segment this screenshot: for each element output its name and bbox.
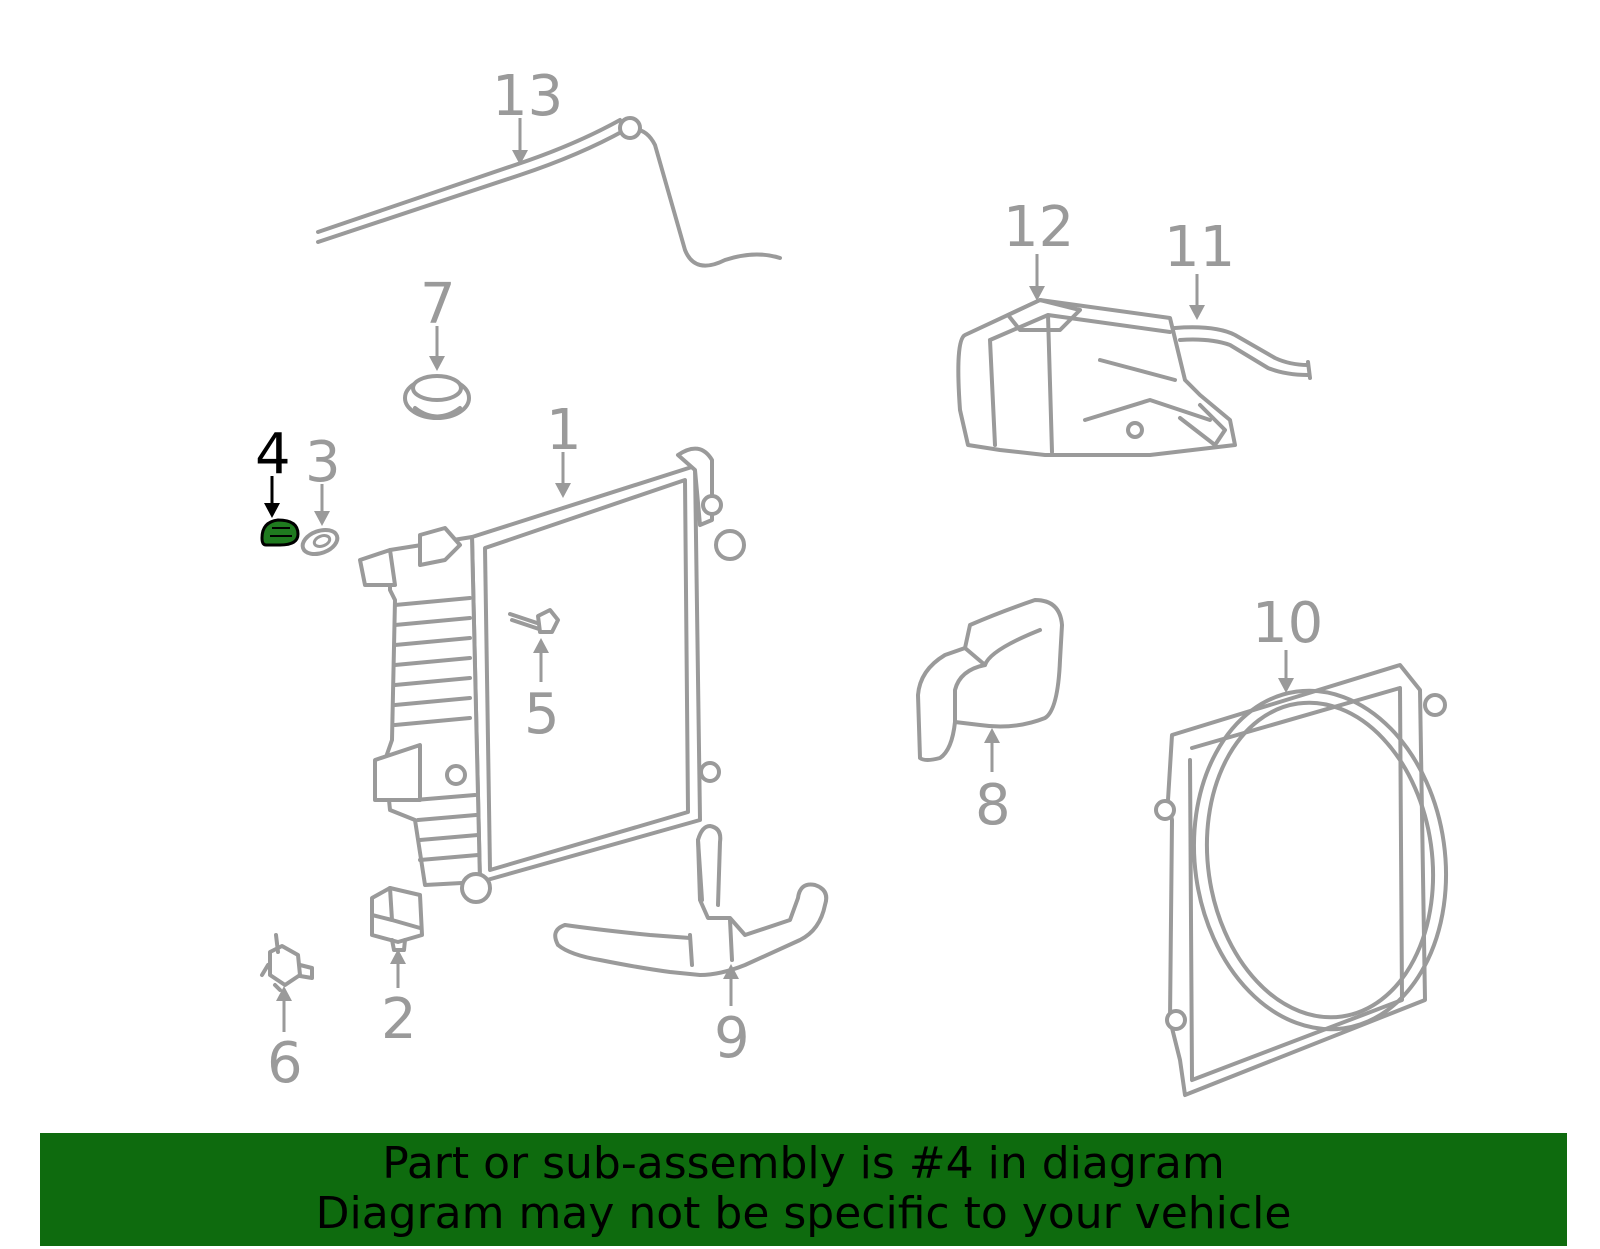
callout-10: 10 — [1252, 591, 1323, 656]
banner-line-part-number: Part or sub-assembly is #4 in diagram — [382, 1138, 1225, 1189]
part-3-seal[interactable] — [299, 526, 340, 559]
callout-4: 4 — [255, 422, 291, 487]
part-1-radiator[interactable] — [358, 446, 746, 904]
part-10-fan-shroud[interactable] — [1154, 663, 1467, 1097]
info-banner: Part or sub-assembly is #4 in diagram Di… — [40, 1133, 1567, 1246]
part-5-bolt[interactable] — [508, 608, 560, 634]
part-8-upper-hose[interactable] — [916, 598, 1064, 762]
callout-12: 12 — [1003, 195, 1074, 260]
part-2-insulator[interactable] — [370, 886, 424, 952]
callout-13: 13 — [492, 64, 563, 129]
callout-5: 5 — [524, 682, 560, 747]
part-4-drain-plug[interactable] — [260, 518, 300, 547]
callout-2: 2 — [381, 987, 417, 1052]
callout-6: 6 — [267, 1031, 303, 1096]
callout-11: 11 — [1164, 215, 1235, 280]
callout-7: 7 — [420, 272, 456, 337]
banner-line-disclaimer: Diagram may not be specific to your vehi… — [315, 1188, 1292, 1239]
part-12-reservoir[interactable] — [956, 298, 1237, 457]
part-13-overflow-hose[interactable] — [316, 116, 782, 268]
callout-9: 9 — [714, 1006, 750, 1071]
callout-1: 1 — [546, 398, 582, 463]
callout-8: 8 — [975, 773, 1011, 838]
part-11-reservoir-hose[interactable] — [1173, 325, 1312, 380]
part-6-drain-cock[interactable] — [260, 933, 314, 992]
callout-arrows — [264, 118, 1294, 1032]
part-7-radiator-cap[interactable] — [403, 374, 471, 420]
callout-3: 3 — [305, 430, 341, 495]
part-9-lower-hose[interactable] — [553, 824, 829, 977]
